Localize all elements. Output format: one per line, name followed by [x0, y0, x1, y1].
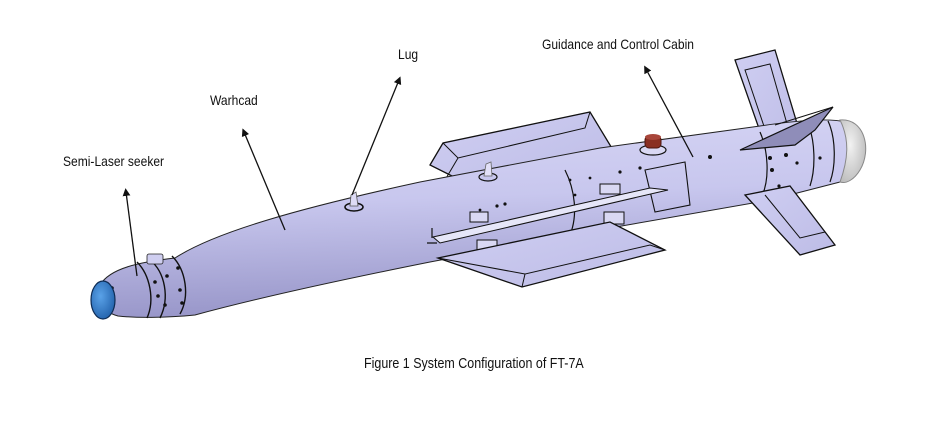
label-warhead: Warhcad — [210, 92, 258, 108]
tail-dome — [839, 119, 867, 183]
seeker-arrow — [122, 188, 138, 277]
lug-rear — [478, 161, 498, 182]
label-guidance-control-cabin: Guidance and Control Cabin — [542, 36, 694, 52]
wing-lower — [435, 221, 667, 288]
lug-arrow — [351, 76, 402, 196]
seeker-dome — [90, 280, 116, 320]
tail-fin-side — [739, 106, 834, 151]
lug-front — [344, 191, 364, 212]
crosshair-mark — [427, 228, 437, 244]
label-semi-laser-seeker: Semi-Laser seeker — [63, 153, 165, 169]
guidance-arrow — [644, 65, 694, 158]
access-cap — [639, 134, 667, 156]
seeker-clamp — [146, 253, 164, 265]
label-lug: Lug — [398, 46, 419, 62]
tail-fin-lower — [743, 185, 837, 256]
figure-caption: Figure 1 System Configuration of FT-7A — [364, 356, 584, 372]
warhead-arrow — [241, 128, 286, 231]
